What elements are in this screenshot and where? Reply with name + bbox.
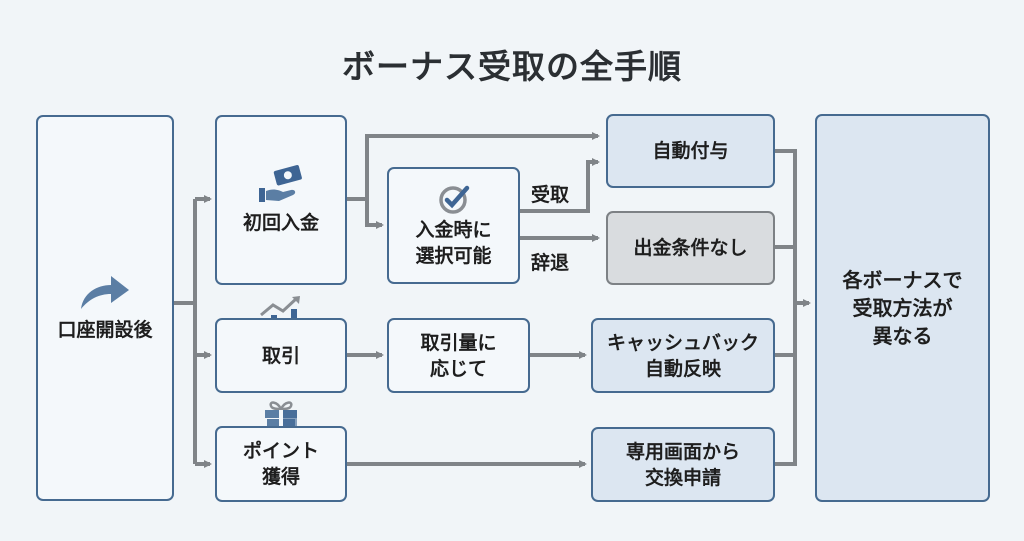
node-auto-label: 自動付与 — [652, 140, 729, 162]
node-start-label: 口座開設後 — [57, 319, 153, 341]
edge-label-accept: 受取 — [531, 184, 570, 206]
node-points-line1: ポイント — [242, 440, 319, 462]
arrow-deposit-to-auto — [347, 132, 600, 201]
node-result-line1: 各ボーナスで — [842, 268, 963, 292]
page-title: ボーナス受取の全手順 — [342, 47, 682, 86]
node-points: ポイント 獲得 — [215, 426, 347, 502]
node-deposit-label: 初回入金 — [242, 212, 319, 234]
node-choice-line2: 選択可能 — [415, 244, 492, 267]
node-volume: 取引量に 応じて — [387, 318, 530, 393]
check-circle-icon — [438, 185, 469, 214]
node-exchange: 専用画面から 交換申請 — [591, 427, 775, 502]
node-volume-line1: 取引量に — [420, 331, 497, 354]
node-choice: 入金時に 選択可能 — [387, 167, 520, 284]
merge-line — [775, 149, 797, 466]
node-trade-label: 取引 — [261, 344, 300, 367]
node-result: 各ボーナスで 受取方法が 異なる — [815, 114, 990, 502]
node-result-line3: 異なる — [872, 324, 933, 348]
curved-arrow-icon — [81, 276, 129, 309]
node-no-withdraw-label: 出金条件なし — [633, 237, 748, 259]
node-no-withdraw: 出金条件なし — [606, 211, 775, 285]
node-deposit: 初回入金 — [215, 115, 347, 285]
node-choice-line1: 入金時に — [415, 218, 492, 241]
arrow-deposit-to-choice — [365, 199, 384, 229]
money-hand-icon — [259, 165, 302, 202]
arrow-accept-to-auto — [520, 158, 600, 213]
node-auto: 自動付与 — [606, 114, 775, 188]
node-volume-line2: 応じて — [429, 357, 487, 380]
node-cashback-line1: キャッシュバック — [606, 331, 759, 354]
node-points-line2: 獲得 — [261, 466, 300, 488]
node-exchange-line2: 交換申請 — [644, 466, 721, 489]
node-start: 口座開設後 — [36, 115, 174, 501]
node-result-line2: 受取方法が — [852, 296, 953, 320]
edge-label-decline: 辞退 — [531, 252, 570, 274]
node-cashback: キャッシュバック 自動反映 — [591, 318, 775, 393]
node-exchange-line1: 専用画面から — [625, 440, 740, 463]
node-cashback-line2: 自動反映 — [644, 357, 721, 380]
node-trade: 取引 — [215, 318, 347, 393]
